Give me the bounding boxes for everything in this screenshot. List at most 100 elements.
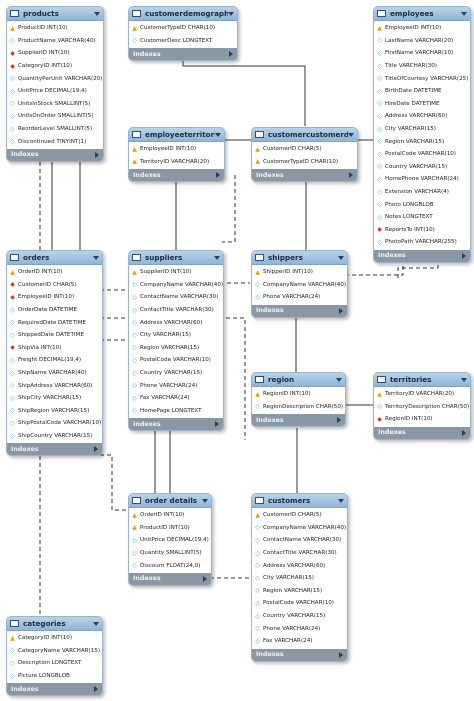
column-row[interactable]: ▲ProductID INT(10) <box>129 522 211 535</box>
indexes-footer[interactable]: Indexes <box>7 683 102 696</box>
column-row[interactable]: ◇Region VARCHAR(15) <box>252 585 347 598</box>
indexes-footer[interactable]: Indexes <box>252 304 347 317</box>
table-header[interactable]: products <box>7 7 103 21</box>
column-row[interactable]: ◇ShipRegion VARCHAR(15) <box>7 405 102 418</box>
column-row[interactable]: ◇Country VARCHAR(15) <box>252 610 347 623</box>
column-row[interactable]: ◇ShipCity VARCHAR(15) <box>7 392 102 405</box>
table-customers[interactable]: customers▲CustomerID CHAR(5)◇CompanyName… <box>251 493 348 662</box>
table-orders[interactable]: orders▲OrderID INT(10)◆CustomerID CHAR(5… <box>6 250 103 457</box>
expand-arrow-icon[interactable] <box>339 307 343 314</box>
column-row[interactable]: ▲CustomerID CHAR(5) <box>252 509 347 522</box>
column-row[interactable]: ◇City VARCHAR(15) <box>129 329 223 342</box>
table-region[interactable]: region▲RegionID INT(10)◇RegionDescriptio… <box>251 372 346 428</box>
table-header[interactable]: order details <box>129 494 211 508</box>
column-row[interactable]: ▲EmployeeID INT(10) <box>129 143 224 156</box>
collapse-arrow-icon[interactable] <box>338 498 344 503</box>
expand-arrow-icon[interactable] <box>203 575 207 582</box>
expand-arrow-icon[interactable] <box>229 51 233 58</box>
column-row[interactable]: ◇City VARCHAR(15) <box>252 572 347 585</box>
column-row[interactable]: ◇Address VARCHAR(60) <box>374 110 470 123</box>
column-row[interactable]: ▲CustomerTypeID CHAR(10) <box>252 156 357 169</box>
collapse-arrow-icon[interactable] <box>94 11 100 16</box>
table-territories[interactable]: territories▲TerritoryID VARCHAR(20)◇Terr… <box>373 372 471 440</box>
indexes-footer[interactable]: Indexes <box>252 169 357 182</box>
column-row[interactable]: ◇UnitPrice DECIMAL(19,4) <box>129 534 211 547</box>
column-row[interactable]: ◇UnitsInStock SMALLINT(5) <box>7 98 103 111</box>
column-row[interactable]: ◇CompanyName VARCHAR(40) <box>129 279 223 292</box>
column-row[interactable]: ◇Quantity SMALLINT(5) <box>129 547 211 560</box>
column-row[interactable]: ◇Description LONGTEXT <box>7 657 102 670</box>
expand-arrow-icon[interactable] <box>215 421 219 428</box>
table-customercustomerdemo[interactable]: customercustomerdemo▲CustomerID CHAR(5)▲… <box>251 127 358 183</box>
column-row[interactable]: ◇HireDate DATETIME <box>374 98 470 111</box>
table-header[interactable]: territories <box>374 373 470 387</box>
column-row[interactable]: ▲CustomerTypeID CHAR(10) <box>129 22 237 35</box>
table-header[interactable]: customerdemographics <box>129 7 237 21</box>
column-row[interactable]: ◆ReportsTo INT(10) <box>374 224 470 237</box>
collapse-arrow-icon[interactable] <box>228 11 234 16</box>
expand-arrow-icon[interactable] <box>349 172 353 179</box>
indexes-footer[interactable]: Indexes <box>374 249 470 262</box>
table-shippers[interactable]: shippers▲ShipperID INT(10)◇CompanyName V… <box>251 250 348 318</box>
column-row[interactable]: ◇Address VARCHAR(60) <box>252 559 347 572</box>
expand-arrow-icon[interactable] <box>94 446 98 453</box>
column-row[interactable]: ▲RegionID INT(10) <box>252 388 345 401</box>
table-header[interactable]: customercustomerdemo <box>252 128 357 142</box>
indexes-footer[interactable]: Indexes <box>129 169 224 182</box>
column-row[interactable]: ◇CategoryName VARCHAR(15) <box>7 645 102 658</box>
table-header[interactable]: shippers <box>252 251 347 265</box>
collapse-arrow-icon[interactable] <box>214 255 220 260</box>
expand-arrow-icon[interactable] <box>339 651 343 658</box>
column-row[interactable]: ◇Phone VARCHAR(24) <box>252 291 347 304</box>
expand-arrow-icon[interactable] <box>216 172 220 179</box>
column-row[interactable]: ◆CategoryID INT(10) <box>7 60 103 73</box>
table-header[interactable]: suppliers <box>129 251 223 265</box>
indexes-footer[interactable]: Indexes <box>129 418 223 431</box>
collapse-arrow-icon[interactable] <box>348 132 354 137</box>
column-row[interactable]: ▲TerritoryID VARCHAR(20) <box>129 156 224 169</box>
column-row[interactable]: ◇ShipPostalCode VARCHAR(10) <box>7 417 102 430</box>
column-row[interactable]: ◆RegionID INT(10) <box>374 413 470 426</box>
table-customerdemographics[interactable]: customerdemographics▲CustomerTypeID CHAR… <box>128 6 238 62</box>
column-row[interactable]: ◇Fax VARCHAR(24) <box>129 392 223 405</box>
column-row[interactable]: ◇RegionDescription CHAR(50) <box>252 401 345 414</box>
indexes-footer[interactable]: Indexes <box>7 148 103 161</box>
indexes-footer[interactable]: Indexes <box>252 648 347 661</box>
column-row[interactable]: ◇TitleOfCourtesy VARCHAR(25) <box>374 72 470 85</box>
column-row[interactable]: ◇ContactTitle VARCHAR(30) <box>129 304 223 317</box>
column-row[interactable]: ◇ContactName VARCHAR(30) <box>129 291 223 304</box>
collapse-arrow-icon[interactable] <box>336 377 342 382</box>
column-row[interactable]: ◇Picture LONGBLOB <box>7 670 102 683</box>
column-row[interactable]: ◇PostalCode VARCHAR(10) <box>374 148 470 161</box>
table-header[interactable]: employees <box>374 7 470 21</box>
column-row[interactable]: ◇HomePage LONGTEXT <box>129 405 223 418</box>
collapse-arrow-icon[interactable] <box>93 255 99 260</box>
collapse-arrow-icon[interactable] <box>93 621 99 626</box>
table-header[interactable]: employeeterritories <box>129 128 224 142</box>
table-employees[interactable]: employees▲EmployeeID INT(10)◇LastName VA… <box>373 6 471 263</box>
indexes-footer[interactable]: Indexes <box>129 48 237 61</box>
expand-arrow-icon[interactable] <box>95 151 99 158</box>
collapse-arrow-icon[interactable] <box>461 11 467 16</box>
table-suppliers[interactable]: suppliers▲SupplierID INT(10)◇CompanyName… <box>128 250 224 432</box>
indexes-footer[interactable]: Indexes <box>252 414 345 427</box>
table-products[interactable]: products▲ProductID INT(10)◇ProductName V… <box>6 6 104 162</box>
expand-arrow-icon[interactable] <box>462 429 466 436</box>
column-row[interactable]: ▲ShipperID INT(10) <box>252 266 347 279</box>
column-row[interactable]: ▲SupplierID INT(10) <box>129 266 223 279</box>
table-header[interactable]: region <box>252 373 345 387</box>
collapse-arrow-icon[interactable] <box>215 132 221 137</box>
column-row[interactable]: ◇ContactName VARCHAR(30) <box>252 534 347 547</box>
column-row[interactable]: ◇ProductName VARCHAR(40) <box>7 35 103 48</box>
column-row[interactable]: ◇City VARCHAR(15) <box>374 123 470 136</box>
expand-arrow-icon[interactable] <box>337 417 341 424</box>
column-row[interactable]: ◇Discontinued TINYINT(1) <box>7 135 103 148</box>
column-row[interactable]: ◇Region VARCHAR(15) <box>374 135 470 148</box>
column-row[interactable]: ◇Extension VARCHAR(4) <box>374 186 470 199</box>
expand-arrow-icon[interactable] <box>462 252 466 259</box>
column-row[interactable]: ▲CustomerID CHAR(5) <box>252 143 357 156</box>
column-row[interactable]: ◇ShipName VARCHAR(40) <box>7 367 102 380</box>
column-row[interactable]: ▲OrderID INT(10) <box>7 266 102 279</box>
column-row[interactable]: ◇CompanyName VARCHAR(40) <box>252 522 347 535</box>
column-row[interactable]: ◆SupplierID INT(10) <box>7 47 103 60</box>
